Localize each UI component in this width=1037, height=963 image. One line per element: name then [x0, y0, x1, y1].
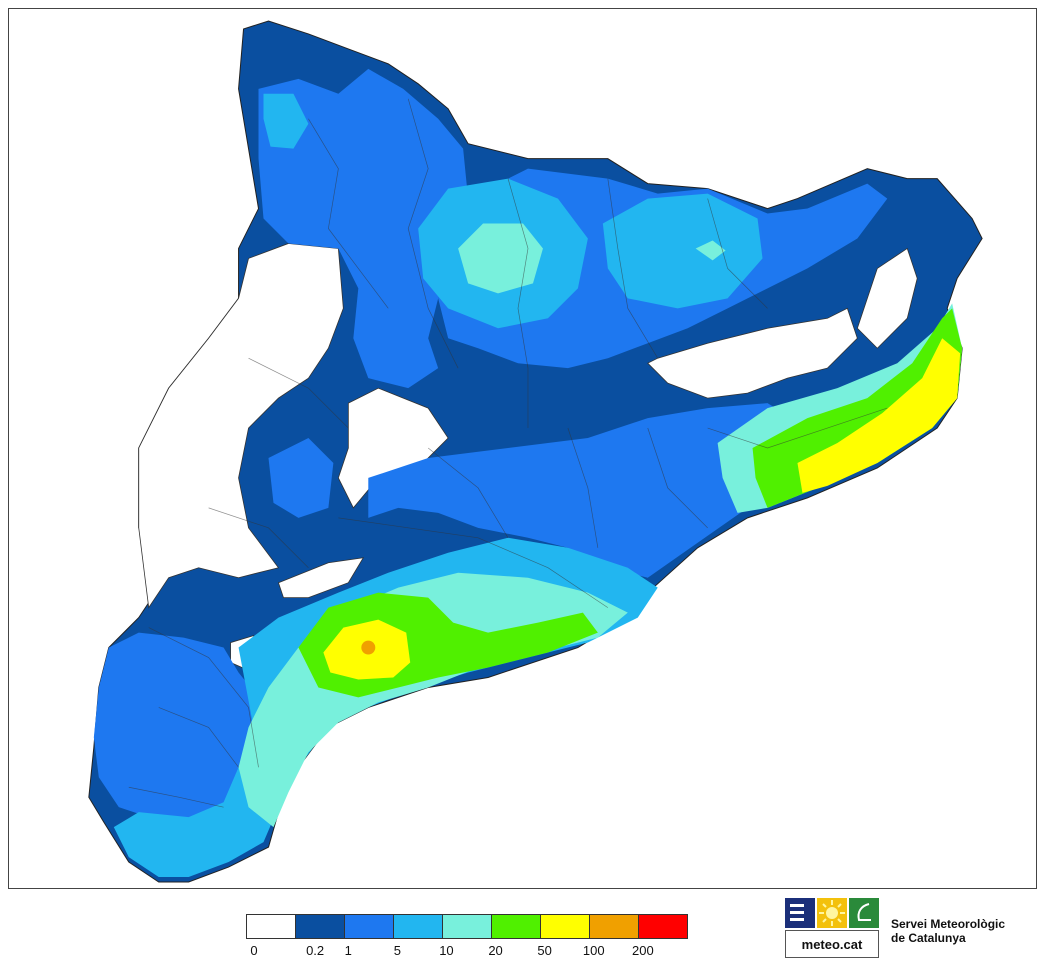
zone-maresme-maximum: [797, 338, 961, 493]
organization-name-line1: Servei Meteorològic: [891, 917, 1006, 931]
legend-tick-label: 20: [488, 943, 503, 958]
zone-central-west-1-5: [268, 438, 334, 518]
bars-icon: [785, 898, 815, 928]
zone-white-empordà-pocket: [856, 247, 918, 349]
legend-swatch: [639, 915, 687, 938]
organization-name-line2: de Catalunya: [891, 931, 966, 945]
zone-southwest-1-5: [93, 632, 259, 823]
zone-northwest-5-10: [263, 93, 309, 149]
legend-tick-label: 5: [393, 943, 401, 958]
zone-pre-pyrenees-and-western-interior: [138, 243, 344, 609]
zone-northeast-5-10: [602, 193, 763, 309]
legend-tick-label: 50: [537, 943, 552, 958]
legend: 0 0.2 1 5 10 20 50 100 200: [246, 914, 688, 963]
zone-northern-pyrenees: [258, 68, 469, 389]
legend-swatch: [345, 915, 394, 938]
legend-swatch: [492, 915, 541, 938]
zone-white-ebro-pocket: [277, 557, 365, 599]
zone-white-girona-pocket: [647, 307, 858, 399]
legend-swatch: [247, 915, 296, 938]
zone-north-centre-10-20: [458, 223, 543, 294]
legend-tick-label: 100: [582, 943, 605, 958]
zone-maresme-coast: [752, 308, 963, 508]
legend-swatch: [443, 915, 492, 938]
zone-central-catalonia: [368, 403, 808, 578]
legend-tick-label: 200: [632, 943, 654, 958]
zone-local-peak: [361, 640, 376, 655]
legend-swatch: [541, 915, 590, 938]
logo-text: meteo.cat: [785, 930, 879, 958]
legend-tick-label: 10: [439, 943, 454, 958]
organization-name: Servei Meteorològic de Catalunya: [891, 917, 1037, 945]
wave-icon: [849, 898, 879, 928]
meteocat-logo: meteo.cat: [785, 898, 881, 960]
legend-swatch: [590, 915, 639, 938]
zone-northeast-10-20: [695, 240, 726, 261]
comarca-boundaries: [128, 98, 888, 808]
legend-color-bar: [246, 914, 688, 939]
sun-icon: [817, 898, 847, 928]
legend-tick-label: 0: [250, 943, 258, 958]
legend-tick-label: 0.2: [306, 943, 325, 958]
legend-swatch: [296, 915, 345, 938]
map-canvas: [88, 20, 983, 883]
precipitation-map: [8, 8, 1037, 889]
legend-tick-label: 1: [344, 943, 352, 958]
legend-swatch: [394, 915, 443, 938]
